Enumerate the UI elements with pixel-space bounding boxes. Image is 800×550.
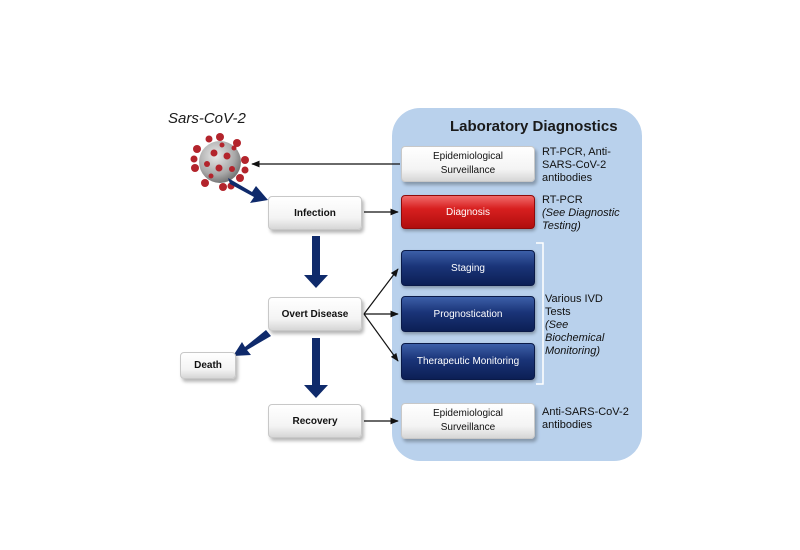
arrow-disease-to-therapeutic [363, 313, 399, 362]
note-diagnosis-line1: RT-PCR [542, 194, 583, 206]
note-ivd-line4: Biochemical [545, 332, 605, 344]
note-ivd-line5: Monitoring) [545, 345, 601, 357]
therapeutic-monitoring-box: Therapeutic Monitoring [401, 343, 535, 380]
note-epi-bottom-line1: Anti-SARS-CoV-2 [542, 406, 629, 418]
note-epi-top: RT-PCR, Anti- SARS-CoV-2 antibodies [542, 146, 611, 185]
note-epi-bottom: Anti-SARS-CoV-2 antibodies [542, 406, 629, 432]
flow-arrow-disease-to-recovery [304, 338, 328, 398]
overt-disease-box: Overt Disease [268, 297, 362, 331]
infection-box: Infection [268, 196, 362, 230]
note-diagnosis-line3: Testing) [542, 220, 581, 232]
staging-box: Staging [401, 250, 535, 286]
death-box: Death [180, 352, 236, 379]
diagnosis-box: Diagnosis [401, 195, 535, 229]
flow-arrow-infection-to-disease [304, 236, 328, 288]
note-diagnosis-line2: (See Diagnostic [542, 207, 620, 219]
epi-bottom-line2: Surveillance [440, 422, 496, 433]
note-epi-top-line3: antibodies [542, 172, 593, 184]
note-diagnosis: RT-PCR (See Diagnostic Testing) [542, 194, 620, 233]
note-epi-top-line1: RT-PCR, Anti- [542, 146, 611, 158]
epidemiological-surveillance-box-bottom: Epidemiological Surveillance [401, 403, 535, 439]
note-ivd-line1: Various IVD [545, 293, 603, 305]
note-epi-bottom-line2: antibodies [542, 419, 593, 431]
flow-arrow-disease-to-death [233, 330, 271, 356]
flow-arrow-virus-to-infection [228, 178, 268, 203]
prognostication-box: Prognostication [401, 296, 535, 332]
note-epi-top-line2: SARS-CoV-2 [542, 159, 607, 171]
virus-label: Sars-CoV-2 [168, 110, 246, 127]
note-ivd-tests: Various IVD Tests (See Biochemical Monit… [545, 293, 604, 358]
recovery-box: Recovery [268, 404, 362, 438]
epi-bottom-line1: Epidemiological [432, 408, 504, 419]
epidemiological-surveillance-box-top: Epidemiological Surveillance [401, 146, 535, 182]
note-ivd-line3: (See [545, 319, 569, 331]
coronavirus-icon [190, 133, 249, 191]
note-ivd-line2: Tests [545, 306, 571, 318]
panel-title: Laboratory Diagnostics [450, 118, 618, 135]
arrow-disease-to-staging [363, 268, 399, 315]
epi-top-line2: Surveillance [440, 165, 496, 176]
ivd-bracket [536, 242, 544, 385]
epi-top-line1: Epidemiological [432, 151, 504, 162]
